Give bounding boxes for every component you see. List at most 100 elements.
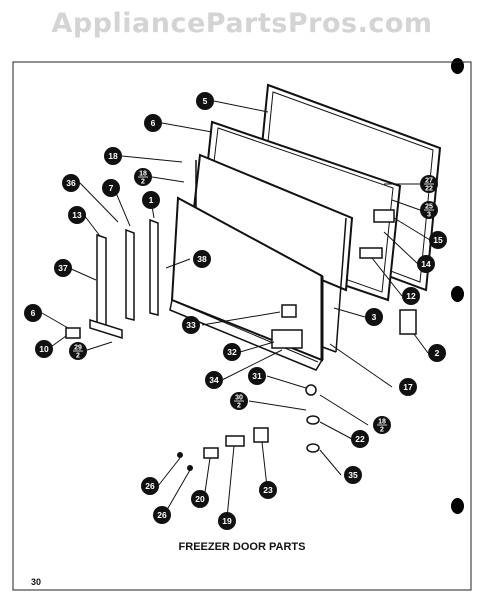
svg-text:27: 27 (425, 178, 433, 185)
svg-text:32: 32 (227, 347, 237, 357)
part-26-screw (187, 465, 193, 471)
part-10-block (65, 327, 81, 339)
svg-text:18: 18 (139, 171, 147, 178)
handle-bracket-13 (96, 233, 107, 332)
binder-hole (451, 286, 464, 302)
callout-10: 10 (35, 340, 53, 358)
watermark: AppliancePartsPros.com (51, 8, 433, 39)
svg-text:35: 35 (348, 470, 358, 480)
svg-text:30: 30 (235, 395, 243, 402)
svg-text:5: 5 (203, 96, 208, 106)
svg-text:13: 13 (72, 210, 82, 220)
svg-text:19: 19 (222, 516, 232, 526)
svg-text:2: 2 (76, 353, 80, 360)
svg-text:36: 36 (66, 178, 76, 188)
svg-text:26: 26 (157, 510, 167, 520)
callout-2: 2 (428, 344, 446, 362)
svg-text:22: 22 (425, 186, 433, 193)
handle-base (89, 318, 123, 340)
callout-7: 7 (102, 179, 120, 197)
callout-18-2: 182 (134, 168, 152, 186)
part-12-strip (359, 247, 383, 259)
svg-text:38: 38 (197, 254, 207, 264)
svg-text:2: 2 (237, 403, 241, 410)
callout-3: 3 (365, 308, 383, 326)
callout-26: 26 (141, 477, 159, 495)
callout-36: 36 (62, 174, 80, 192)
callout-31: 31 (248, 367, 266, 385)
callout-34: 34 (205, 371, 223, 389)
binder-hole (451, 498, 464, 514)
svg-text:2: 2 (435, 348, 440, 358)
part-33-clip (281, 304, 297, 318)
liner-side (335, 217, 347, 353)
part-20-plate (203, 447, 219, 459)
svg-text:1: 1 (149, 195, 154, 205)
callout-32: 32 (223, 343, 241, 361)
part-32-hinge (271, 329, 303, 349)
callout-6: 6 (144, 114, 162, 132)
svg-text:26: 26 (145, 481, 155, 491)
svg-text:29: 29 (74, 345, 82, 352)
door-liner (190, 153, 354, 292)
callout-35: 35 (344, 466, 362, 484)
handle-bracket-1 (149, 218, 159, 316)
callout-17: 17 (399, 378, 417, 396)
callout-12: 12 (402, 287, 420, 305)
part-23-bracket (253, 427, 269, 443)
callout-14: 14 (417, 255, 435, 273)
part-26-screw (177, 452, 183, 458)
callout-33: 33 (182, 316, 200, 334)
callout-1: 1 (142, 191, 160, 209)
svg-text:7: 7 (109, 183, 114, 193)
svg-text:3: 3 (427, 212, 431, 219)
svg-text:15: 15 (433, 235, 443, 245)
part-22-washer (306, 415, 320, 425)
callout-18: 18 (104, 147, 122, 165)
callout-19: 19 (218, 512, 236, 530)
door-bottom-trim (175, 301, 319, 363)
callout-20: 20 (191, 490, 209, 508)
svg-text:10: 10 (39, 344, 49, 354)
svg-text:6: 6 (31, 308, 36, 318)
svg-text:17: 17 (403, 382, 413, 392)
callout-38: 38 (193, 250, 211, 268)
svg-text:25: 25 (425, 204, 433, 211)
part-31-bushing (305, 384, 317, 396)
part-19-plate (225, 435, 245, 447)
callout-37: 37 (54, 259, 72, 277)
page-frame (12, 61, 472, 591)
callout-13: 13 (68, 206, 86, 224)
page-number: 30 (31, 577, 42, 587)
callout-30-2: 302 (230, 392, 248, 410)
svg-text:37: 37 (58, 263, 68, 273)
svg-text:12: 12 (406, 291, 416, 301)
door-bottom-edge (169, 299, 323, 371)
callout-15: 15 (429, 231, 447, 249)
callout-22: 22 (351, 430, 369, 448)
callout-18-2: 182 (373, 416, 391, 434)
diagram-title: FREEZER DOOR PARTS (178, 541, 306, 553)
svg-text:18: 18 (378, 419, 386, 426)
callout-23: 23 (259, 481, 277, 499)
svg-text:14: 14 (421, 259, 431, 269)
callout-29-2: 292 (69, 342, 87, 360)
svg-text:20: 20 (195, 494, 205, 504)
part-35-washer (306, 443, 320, 453)
svg-text:6: 6 (151, 118, 156, 128)
svg-text:22: 22 (355, 434, 365, 444)
svg-text:2: 2 (141, 179, 145, 186)
svg-text:3: 3 (372, 312, 377, 322)
callout-5: 5 (196, 92, 214, 110)
svg-text:18: 18 (108, 151, 118, 161)
hinge-bracket-15 (373, 209, 395, 223)
svg-text:34: 34 (209, 375, 219, 385)
part-2-bracket (399, 309, 417, 335)
svg-text:23: 23 (263, 485, 273, 495)
callout-26: 26 (153, 506, 171, 524)
svg-text:2: 2 (380, 427, 384, 434)
